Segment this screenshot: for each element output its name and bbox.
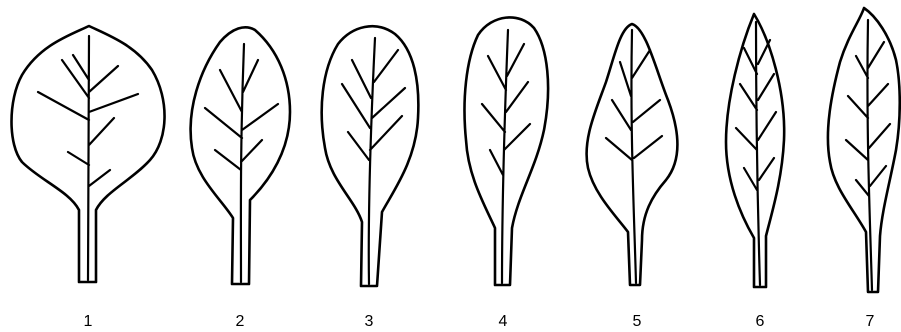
leaf-1-number: 1	[84, 313, 93, 330]
leaf-5: 5	[587, 24, 678, 330]
leaf-7-veins	[846, 20, 890, 290]
leaf-1-veins	[38, 36, 138, 280]
leaf-1: 1	[12, 26, 165, 330]
leaf-3-number: 3	[365, 313, 374, 330]
leaf-5-number: 5	[633, 313, 642, 330]
leaf-3: 3	[322, 26, 419, 330]
leaf-6: 6	[726, 14, 784, 330]
leaf-4-veins	[482, 30, 530, 283]
leaf-2: 2	[191, 27, 290, 330]
leaf-6-veins	[736, 22, 776, 285]
leaf-7-number: 7	[866, 313, 875, 330]
leaf-2-veins	[205, 44, 278, 282]
leaf-5-veins	[606, 30, 662, 283]
leaf-7: 7	[828, 8, 900, 330]
leaf-4-number: 4	[499, 313, 508, 330]
leaf-2-number: 2	[236, 313, 245, 330]
leaf-7-outline	[828, 8, 900, 292]
leaf-4: 4	[465, 17, 549, 330]
leaf-3-veins	[342, 38, 405, 284]
leaf-6-number: 6	[756, 313, 765, 330]
